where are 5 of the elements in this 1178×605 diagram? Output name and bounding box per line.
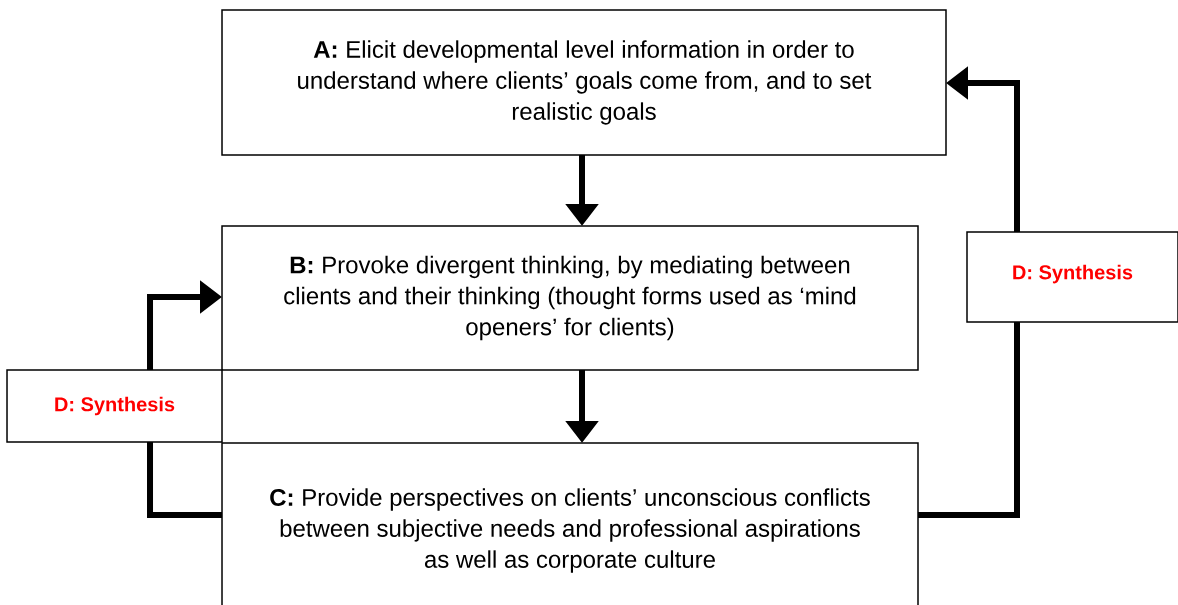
synthesis-box: D: Synthesis — [966, 231, 1178, 323]
process-box: C: Provide perspectives on clients’ unconscious conflicts between subjective needs and professional aspirations as well as corporate culture — [221, 442, 919, 605]
synthesis-box: D: Synthesis — [6, 369, 223, 443]
process-box: A: Elicit developmental level information in order to understand where clients’ goals come from, and to set realistic goals — [221, 9, 947, 156]
process-box: B: Provoke divergent thinking, by mediating between clients and their thinking (thought forms used as ‘mind openers’ for clients) — [221, 225, 919, 371]
